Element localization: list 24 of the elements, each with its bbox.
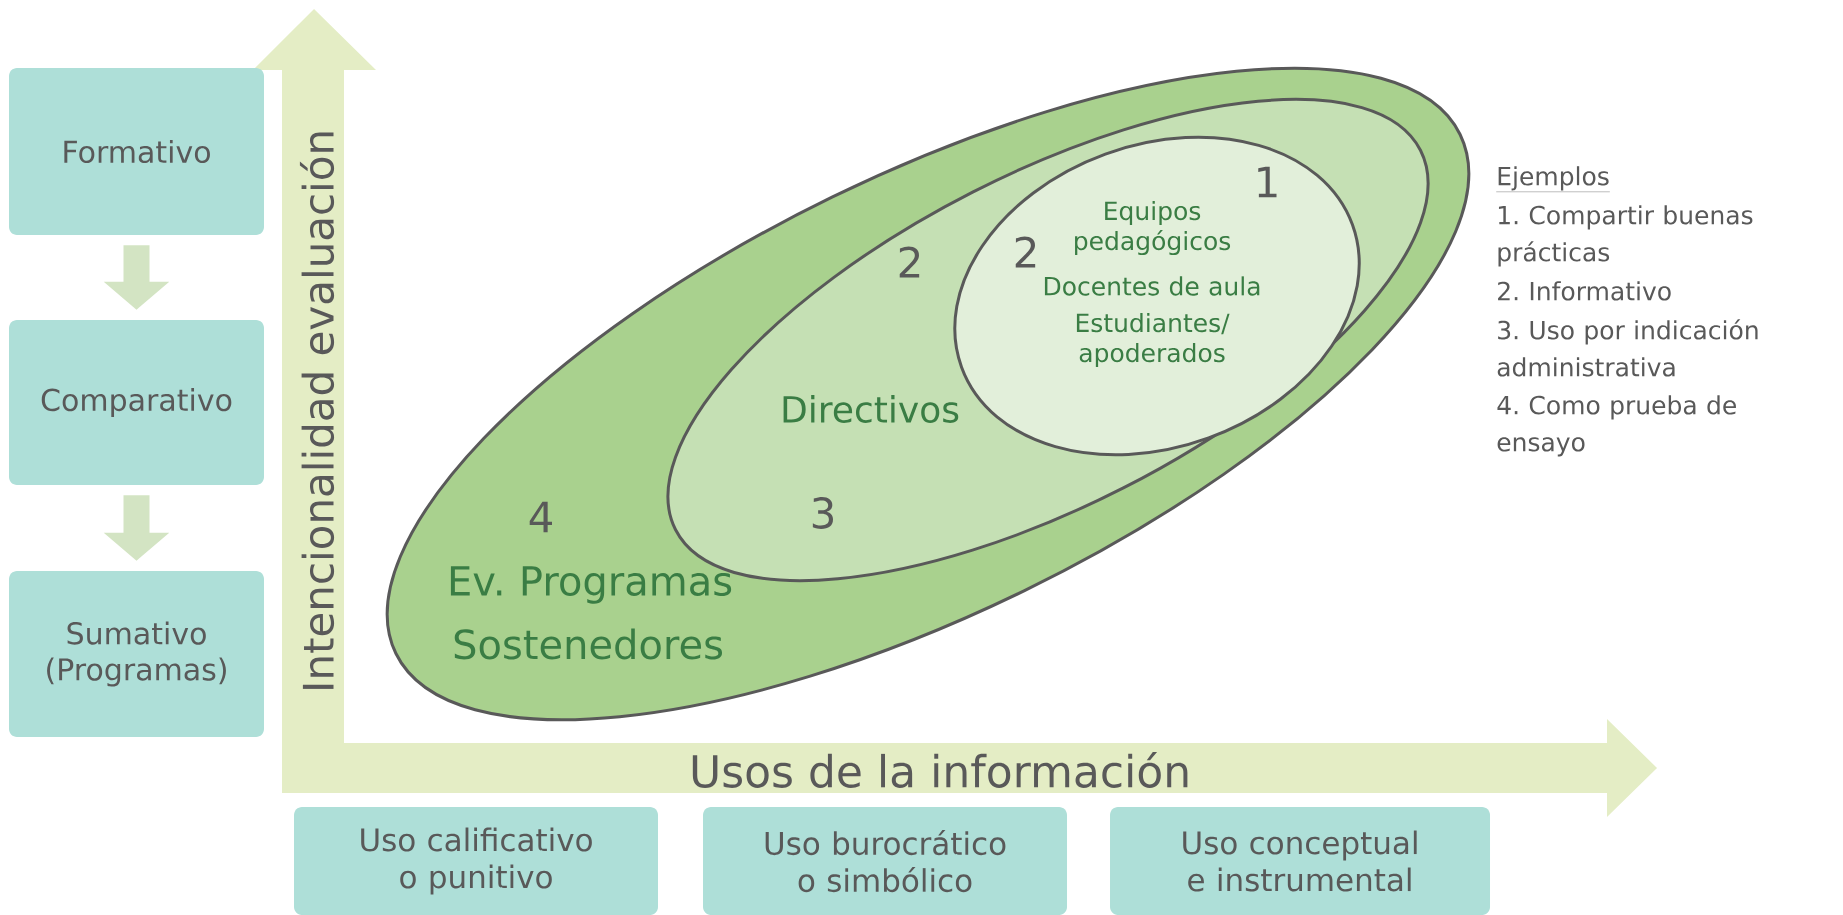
number-label: 2 xyxy=(1015,236,1036,268)
axis-label: Intencionalidad evaluación xyxy=(299,132,335,689)
group-label: Estudiantes/ apoderados xyxy=(1076,312,1230,368)
category-box: Comparativo xyxy=(9,320,264,485)
example-item: 2. Informativo xyxy=(1498,281,1671,301)
group-label: Sostenedores xyxy=(454,628,722,660)
number-label: 1 xyxy=(1258,166,1277,198)
example-item: 4. Como prueba de ensayo xyxy=(1497,395,1736,457)
number-label: 3 xyxy=(812,497,833,529)
category-box: Uso burocrático o simbólico xyxy=(703,807,1067,915)
category-box: Formativo xyxy=(9,68,264,235)
number-label: 2 xyxy=(899,246,920,278)
group-label: Docentes de aula xyxy=(1044,276,1260,296)
category-box: Uso calificativo o punitivo xyxy=(294,807,658,915)
axis-label: Usos de la información xyxy=(692,752,1188,788)
example-item: 1. Compartir buenas prácticas xyxy=(1498,205,1753,267)
example-item: 3. Uso por indicación administrativa xyxy=(1497,319,1758,377)
heading: Ejemplos xyxy=(1496,166,1611,192)
group-label: Ev. Programas xyxy=(450,566,732,604)
category-box: Sumativo (Programas) xyxy=(9,571,264,737)
group-label: Directivos xyxy=(783,395,959,423)
number-label: 4 xyxy=(529,501,552,533)
category-box: Uso conceptual e instrumental xyxy=(1110,807,1490,915)
group-label: Equipos pedagógicos xyxy=(1075,200,1231,256)
